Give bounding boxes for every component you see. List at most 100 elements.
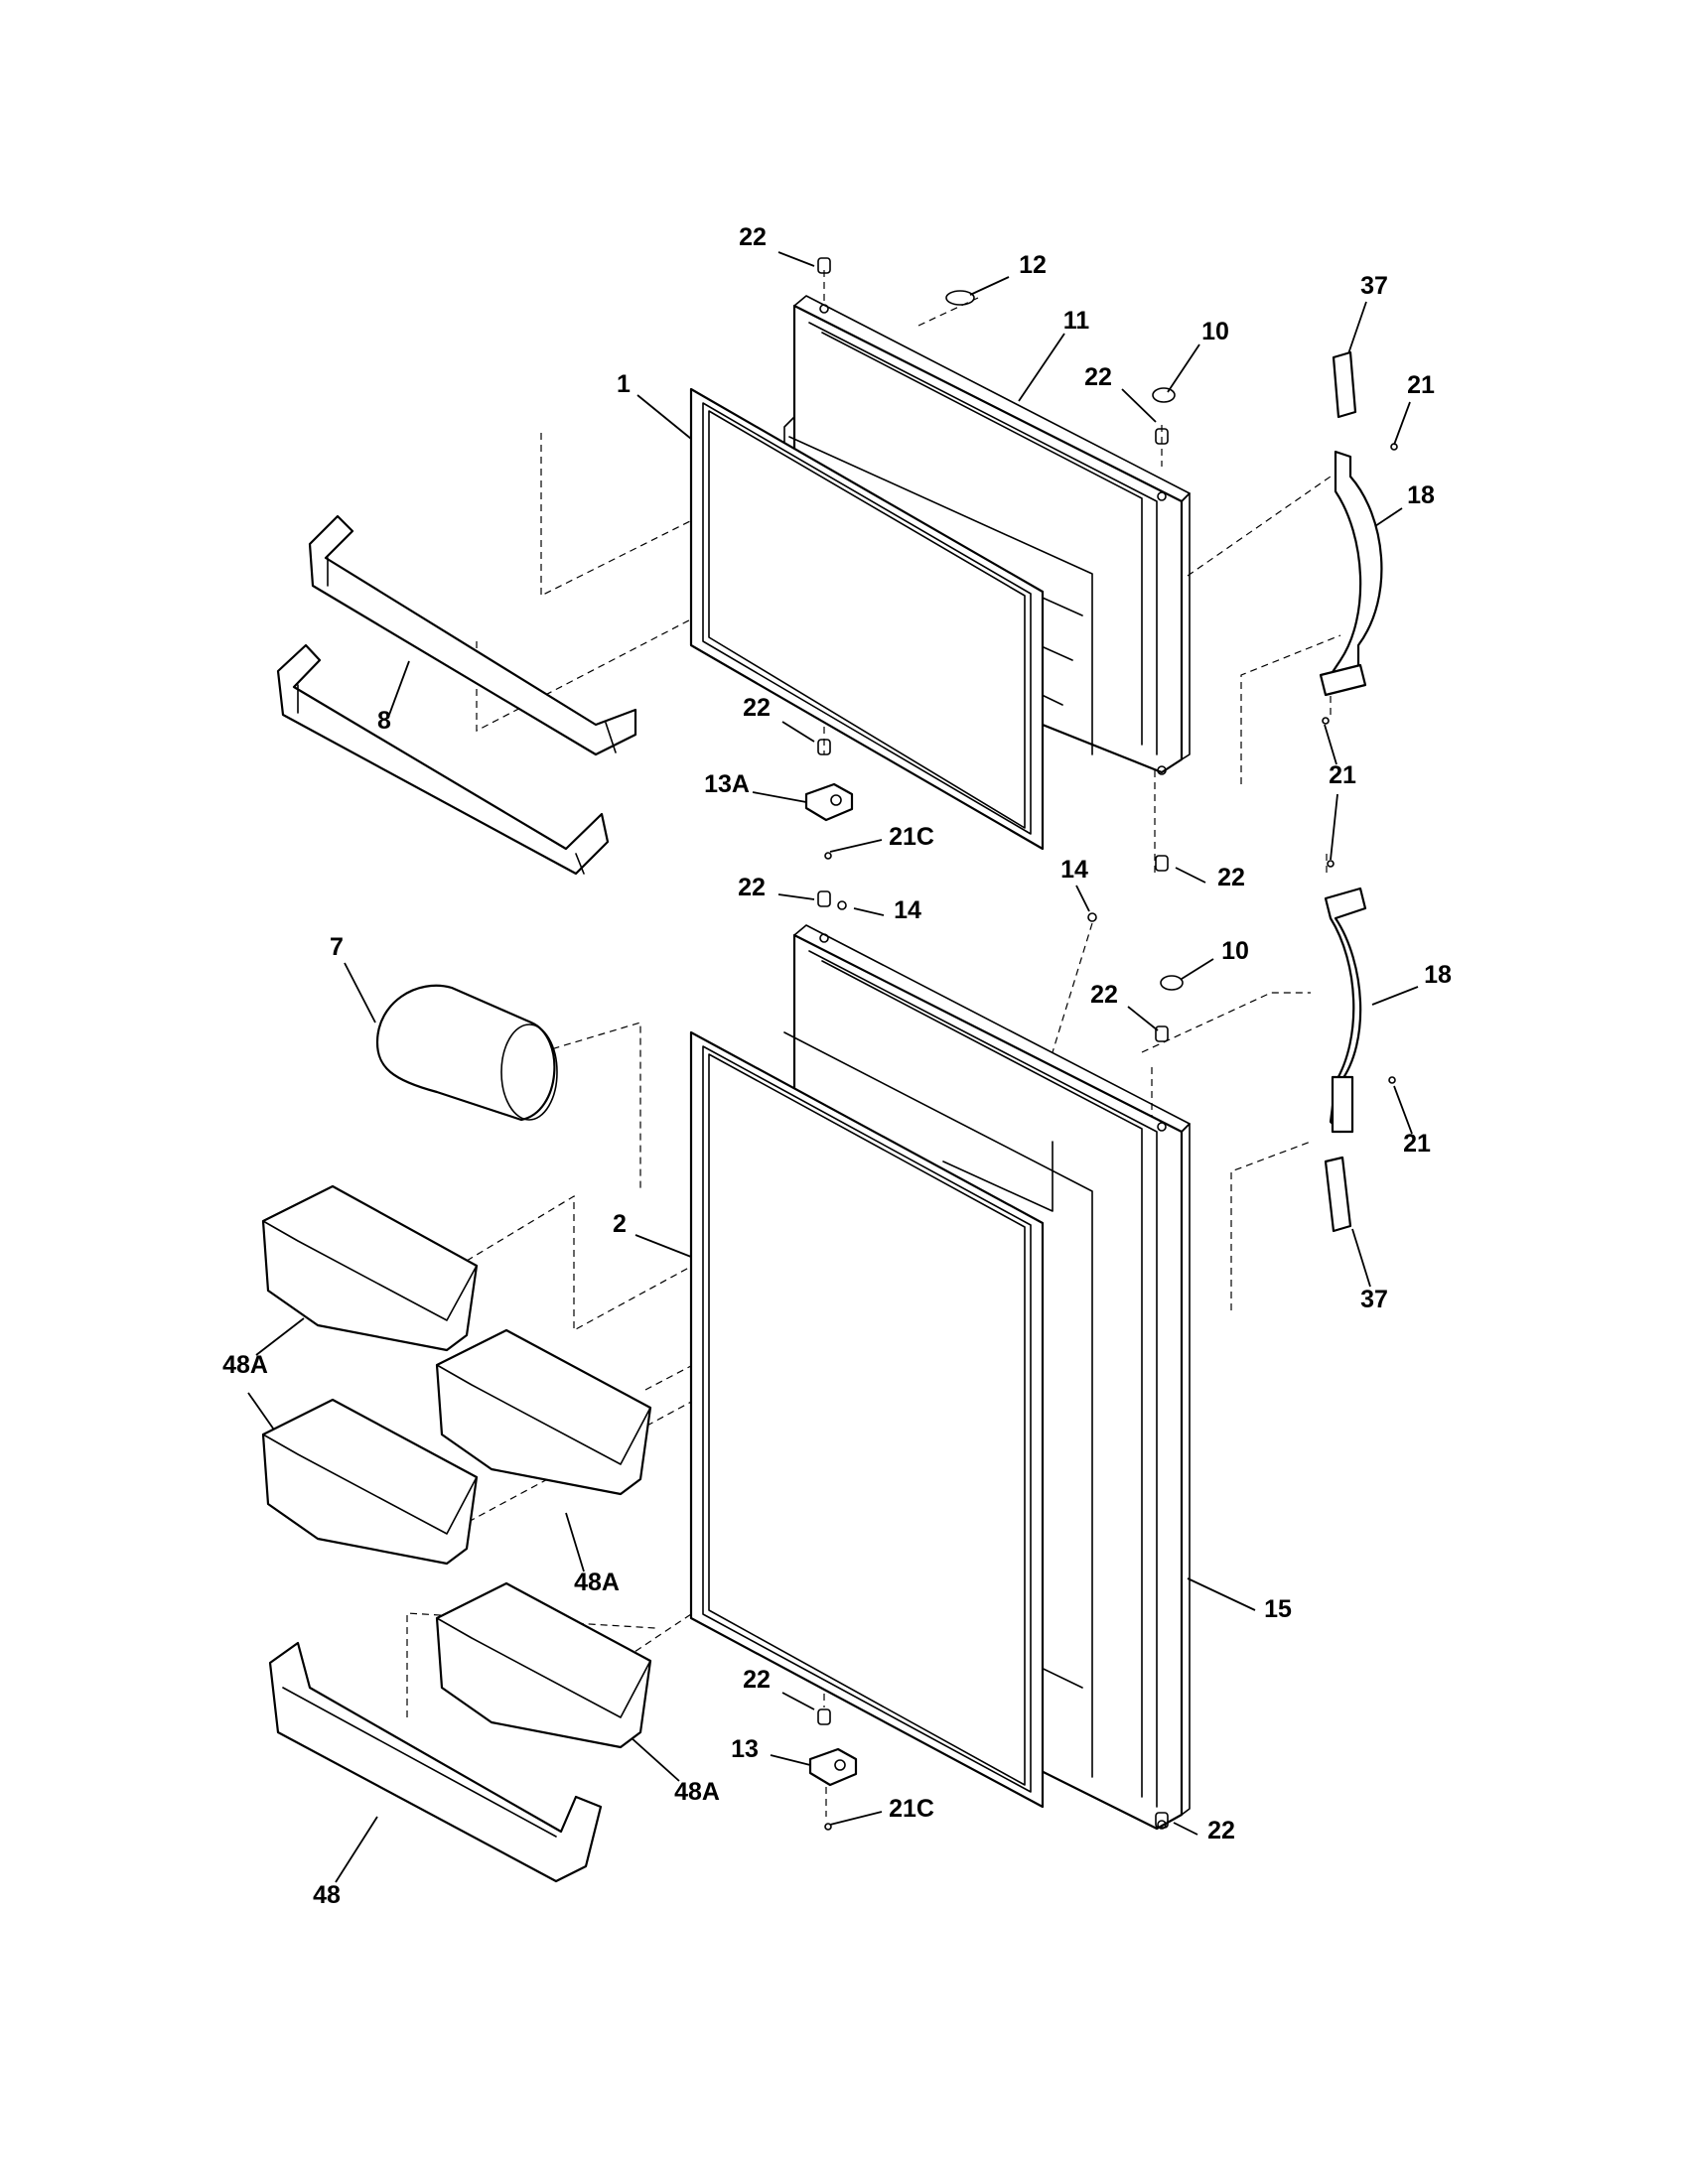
leader-12 [969,276,1010,296]
leader-7 [344,962,376,1024]
fresh-food-gasket [689,1030,1045,1809]
shelf-bars [276,514,637,876]
leader-13 [770,1754,811,1766]
end-cap-bottom [1324,1156,1352,1233]
leader-21C-lower [829,1811,883,1826]
leader-1 [636,394,692,440]
callout-c22f: 22 [1090,981,1118,1009]
callout-c22c: 22 [743,694,771,722]
screw-14-b [1087,912,1097,922]
screw-22-top [817,257,831,274]
callout-c48Ac: 48A [674,1778,720,1806]
leader-37-lower [1351,1228,1371,1288]
callout-c37b: 37 [1360,1286,1388,1313]
callout-c10b: 10 [1221,937,1249,965]
callout-c12: 12 [1019,251,1047,279]
leader-22-lower [781,1692,815,1710]
hinges [804,782,858,1787]
leader-21C-upper [829,839,883,853]
end-cap-top [1332,350,1357,419]
hinge-13A [804,782,854,822]
callout-c21b: 21 [1329,761,1356,789]
plug-10-mid [1160,975,1184,991]
callout-c22b: 22 [1084,363,1112,391]
leader-21-mid-a [1324,724,1337,765]
callout-c48Aa: 48A [222,1351,268,1379]
screw-21C-upper [824,852,832,860]
callout-c48Ab: 48A [574,1569,620,1596]
door-bins [261,1184,652,1749]
leader-2 [634,1234,692,1258]
callout-c18a: 18 [1407,481,1435,509]
hinge-13 [808,1747,858,1787]
screw-22-lower [817,1708,831,1725]
leader-22-right-upper [1175,867,1206,884]
plug-10-top [1152,387,1176,403]
screw-22-right-upper [1155,855,1169,872]
callout-c1: 1 [617,370,631,398]
callout-c15: 15 [1264,1595,1292,1623]
leader-48A-a [255,1317,305,1356]
part-callouts: 12781010111213A13141415181821212121C21C2… [222,223,1452,1909]
screw-14-a [837,900,847,910]
callout-c2: 2 [613,1210,627,1238]
leader-15 [1187,1577,1256,1611]
callout-c14b: 14 [894,896,921,924]
screw-21C-lower [824,1823,832,1831]
leader-14-right [1075,885,1090,912]
screw-22-mid-right [1155,1025,1169,1042]
callout-c11: 11 [1063,307,1090,335]
callout-c7: 7 [330,933,344,961]
leader-22-mid [777,893,815,900]
screw-22-mid [817,890,831,907]
callout-c21Cb: 21C [889,1795,934,1823]
callout-c21Ca: 21C [889,823,934,851]
screw-22-top-right [1155,428,1169,445]
callout-c13a: 13A [704,770,750,798]
leader-48 [335,1816,378,1883]
callout-c10a: 10 [1201,318,1229,345]
leader-48A-mid [565,1512,585,1572]
callout-c8: 8 [377,707,391,735]
leader-22-top-right [1121,388,1157,423]
leader-22-bottom [1173,1822,1198,1836]
screw-22-bottom [1155,1812,1169,1829]
callout-c37a: 37 [1360,272,1388,300]
bottom-shelf-bar [268,1641,603,1883]
screw-22-mid-upper [817,739,831,755]
callout-c22d: 22 [1217,864,1245,891]
leader-22-top [777,251,815,267]
plug-12 [945,290,975,306]
screw-21-top [1390,443,1398,451]
leader-10-mid [1181,958,1214,980]
can-bin [375,984,558,1122]
leader-21-mid-b [1330,793,1338,861]
leader-21-lower [1393,1085,1413,1135]
callout-c48: 48 [313,1881,341,1909]
callout-c22e: 22 [738,874,766,901]
callout-c21a: 21 [1407,371,1435,399]
leader-8-a [388,660,410,716]
callout-c13: 13 [731,1735,759,1763]
screw-21-mid-b [1327,860,1335,868]
handles [1319,350,1383,1233]
leader-21-top [1393,401,1411,446]
leader-22-mid-right [1127,1006,1159,1031]
callout-c18b: 18 [1424,961,1452,989]
fasteners [817,257,1398,1831]
screw-21-lower [1388,1076,1396,1084]
leader-13A [752,791,807,803]
leader-22-mid-upper [781,721,815,743]
leader-11 [1018,333,1065,402]
screw-21-mid-a [1322,717,1330,725]
leader-10-top [1167,343,1200,393]
leader-18-mid [1371,986,1419,1006]
callout-c22h: 22 [1207,1817,1235,1844]
callout-c14a: 14 [1060,856,1088,884]
freezer-gasket [689,387,1045,851]
callout-c22a: 22 [739,223,767,251]
callout-c22g: 22 [743,1666,771,1694]
callout-c21c: 21 [1403,1130,1431,1158]
leader-14-small [853,907,885,916]
